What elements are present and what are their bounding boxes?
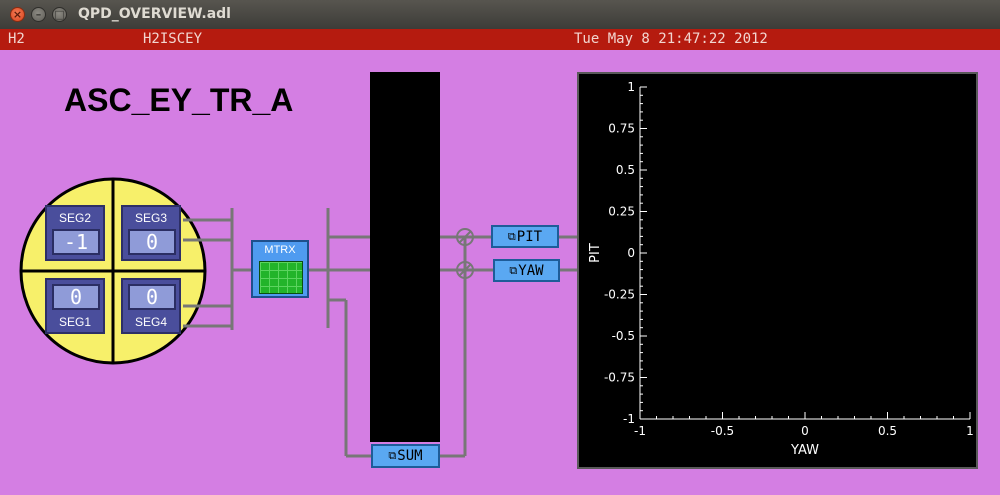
pit-yaw-plot: 1 0.75 0.5 0.25 0 -0.25 -0.5 -0.75 -1-1 -0.5 0 0.5 1…: [577, 72, 978, 469]
segment-label: SEG2: [58, 211, 91, 225]
pit-button[interactable]: ⧉PIT: [491, 225, 559, 248]
window-titlebar: × – □ QPD_OVERVIEW.adl: [0, 0, 1000, 29]
sum-button-label: SUM: [397, 448, 423, 464]
yaw-button[interactable]: ⧉YAW: [493, 259, 560, 282]
y-tick-label: 0: [627, 246, 635, 260]
yaw-button-label: YAW: [518, 262, 544, 279]
signal-wires: [183, 208, 577, 458]
x-tick-label: 1: [966, 424, 974, 438]
y-axis-label: PIT: [588, 243, 603, 263]
matrix-label: MTRX: [264, 244, 296, 256]
pit-button-label: PIT: [516, 228, 543, 245]
segment-value: -1: [52, 229, 100, 255]
x-tick-label: -0.5: [711, 424, 734, 438]
segment-1-readout: 0 SEG1: [45, 278, 105, 334]
matrix-button[interactable]: MTRX: [251, 240, 309, 298]
close-icon: ×: [12, 8, 23, 21]
y-tick-label: 0.5: [616, 163, 635, 177]
related-display-icon: ⧉: [509, 263, 518, 277]
sum-button[interactable]: ⧉SUM: [371, 444, 440, 468]
maximize-icon: □: [54, 8, 65, 21]
segment-3-readout: SEG3 0: [121, 205, 181, 261]
plot-svg: 1 0.75 0.5 0.25 0 -0.25 -0.5 -0.75 -1-1 -0.5 0 0.5 1…: [588, 80, 974, 458]
segment-label: SEG1: [58, 315, 91, 329]
sum-bar-meter: [370, 72, 440, 442]
segment-label: SEG3: [134, 211, 167, 225]
system-label: H2ISCEY: [143, 31, 203, 47]
segment-value: 0: [52, 284, 100, 310]
divider-icons: [456, 228, 474, 279]
datetime-label: Tue May 8 21:47:22 2012: [574, 31, 768, 47]
y-tick-label: -0.5: [612, 329, 635, 343]
segment-4-readout: 0 SEG4: [121, 278, 181, 334]
x-axis-label: YAW: [790, 443, 819, 458]
maximize-window-button[interactable]: □: [52, 7, 67, 22]
related-display-icon: ⧉: [507, 229, 516, 243]
ifo-label: H2: [8, 31, 25, 47]
qpd-title: ASC_EY_TR_A: [64, 82, 294, 118]
status-bar: H2 H2ISCEY Tue May 8 21:47:22 2012: [0, 29, 1000, 50]
window-title: QPD_OVERVIEW.adl: [78, 6, 231, 22]
x-tick-label: 0: [801, 424, 809, 438]
segment-value: 0: [128, 229, 176, 255]
segment-value: 0: [128, 284, 176, 310]
close-window-button[interactable]: ×: [10, 7, 25, 22]
matrix-grid-icon: [259, 261, 303, 294]
segment-label: SEG4: [134, 315, 167, 329]
y-tick-label: -1: [623, 412, 635, 426]
y-tick-label: 1: [627, 80, 635, 94]
y-tick-label: 0.25: [608, 205, 635, 219]
related-display-icon: ⧉: [388, 449, 397, 462]
x-tick-label: -1: [634, 424, 646, 438]
y-tick-label: -0.25: [604, 288, 635, 302]
minimize-icon: –: [35, 8, 42, 21]
y-tick-label: 0.75: [608, 122, 635, 136]
y-tick-label: -0.75: [604, 371, 635, 385]
x-tick-label: 0.5: [878, 424, 897, 438]
segment-2-readout: SEG2 -1: [45, 205, 105, 261]
minimize-window-button[interactable]: –: [31, 7, 46, 22]
